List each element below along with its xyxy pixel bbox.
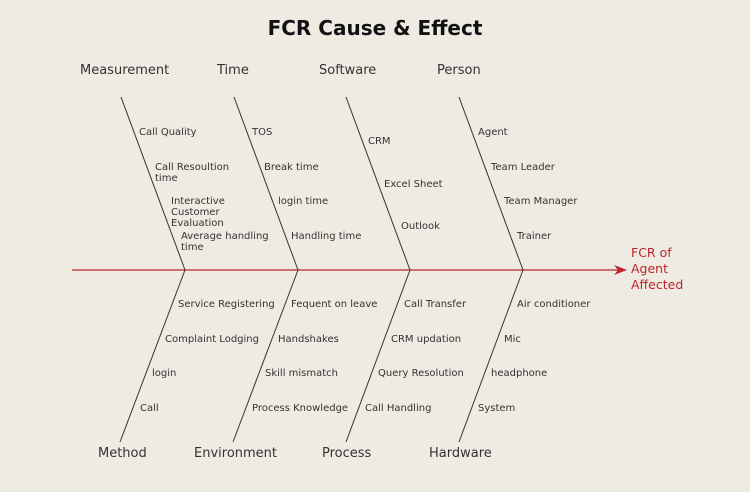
cause-call: Call (140, 403, 159, 414)
cause-call-transfer: Call Transfer (404, 299, 467, 310)
cause-headphone: headphone (491, 368, 548, 379)
cause-break-time: Break time (264, 162, 319, 173)
category-hardware: Hardware (429, 446, 492, 461)
bone-method (119, 269, 186, 443)
cause-trainer: Trainer (517, 231, 552, 242)
cause-handshakes: Handshakes (278, 334, 339, 345)
diagram-title: FCR Cause & Effect (267, 16, 483, 40)
bone-environment (232, 269, 299, 443)
bone-software (345, 96, 411, 271)
cause-call-quality: Call Quality (139, 127, 197, 138)
category-process: Process (322, 446, 372, 461)
cause-query-resolution: Query Resolution (378, 368, 464, 379)
cause-login: login (152, 368, 177, 379)
cause-average-handling-time: Average handling time (181, 231, 269, 253)
category-measurement: Measurement (80, 63, 170, 78)
category-software: Software (319, 63, 377, 78)
category-person: Person (437, 63, 481, 78)
cause-handling-time: Handling time (291, 231, 362, 242)
cause-team-leader: Team Leader (491, 162, 555, 173)
bone-measurement (120, 96, 186, 271)
cause-crm: CRM (368, 136, 391, 147)
cause-mic: Mic (504, 334, 521, 345)
cause-excel-sheet: Excel Sheet (384, 179, 443, 190)
cause-system: System (478, 403, 516, 414)
cause-call-resolution-time: Call Resoultion time (155, 162, 230, 184)
category-environment: Environment (194, 446, 278, 461)
arrowhead-icon (614, 265, 627, 275)
cause-complaint-lodging: Complaint Lodging (165, 334, 259, 345)
cause-process-knowledge: Process Knowledge (252, 403, 349, 414)
cause-tos: TOS (252, 127, 273, 138)
cause-login-time: login time (278, 196, 329, 207)
cause-crm-updation: CRM updation (391, 334, 462, 345)
cause-interactive-customer-evaluation: Interactive Customer Evaluation (171, 196, 225, 229)
bone-hardware (458, 269, 524, 443)
cause-outlook: Outlook (401, 221, 440, 232)
cause-call-handling: Call Handling (365, 403, 432, 414)
category-time: Time (217, 63, 249, 78)
cause-air-conditioner: Air conditioner (517, 299, 591, 310)
cause-team-manager: Team Manager (504, 196, 578, 207)
effect-label: FCR of Agent Affected (631, 245, 684, 292)
cause-agent: Agent (478, 127, 508, 138)
bone-process (345, 269, 411, 443)
bone-person (458, 96, 524, 271)
category-method: Method (98, 446, 147, 461)
bone-time (233, 96, 299, 271)
cause-skill-mismatch: Skill mismatch (265, 368, 339, 379)
cause-frequent-on-leave: Fequent on leave (291, 299, 378, 310)
cause-service-registering: Service Registering (178, 299, 275, 310)
